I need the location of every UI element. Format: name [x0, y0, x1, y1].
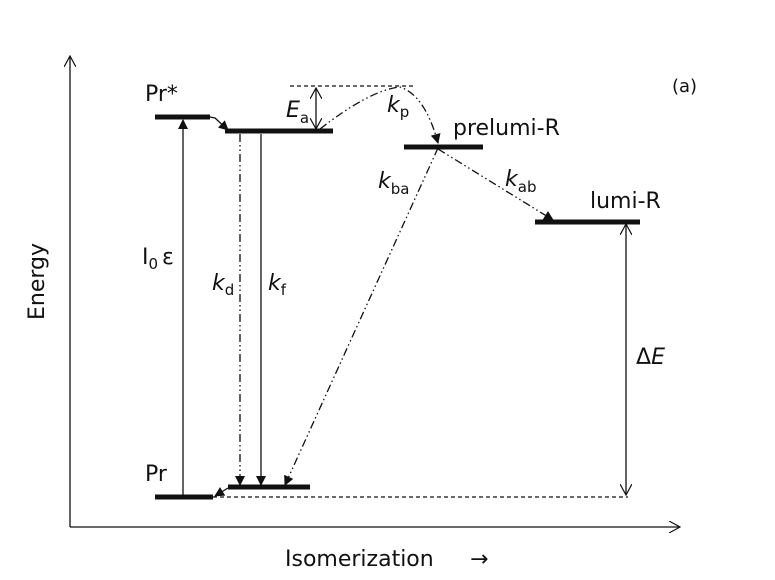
label-prelumi: prelumi-R: [453, 116, 560, 141]
label-kf: kf: [268, 271, 287, 299]
x-axis-arrow: →: [470, 547, 488, 572]
label-pr: Pr: [145, 462, 168, 487]
label-kp: kp: [387, 93, 409, 121]
label-delta-e: ΔE: [636, 345, 665, 370]
kba-arrow: [284, 147, 439, 486]
label-lumi: lumi-R: [590, 189, 661, 214]
decay-arrow: [214, 487, 229, 497]
label-pr-star: Pr*: [145, 82, 178, 107]
kab-arrow: [437, 148, 554, 221]
label-kab: kab: [505, 167, 536, 196]
label-kd: kd: [212, 271, 234, 299]
label-ea: Ea: [286, 98, 309, 127]
y-axis-label: Energy: [25, 243, 50, 320]
x-axis-label: Isomerization: [285, 547, 434, 572]
relax-arrow: [209, 116, 229, 131]
kp-path: [319, 86, 441, 144]
panel-label: (a): [672, 76, 697, 97]
label-kba: kba: [378, 169, 409, 198]
